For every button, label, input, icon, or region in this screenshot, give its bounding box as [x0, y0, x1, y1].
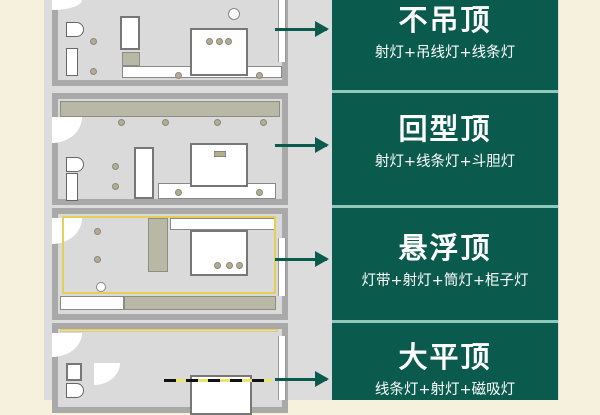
spotlight-dot-icon	[225, 38, 232, 45]
toilet-icon	[66, 383, 84, 398]
sink-icon	[66, 48, 78, 76]
spotlight-dot-icon	[214, 119, 221, 126]
door-swing	[52, 333, 82, 357]
panel-no-suspended-ceiling: 不吊顶 射灯+吊线灯+线条灯	[332, 0, 558, 90]
panel-subtitle: 灯带+射灯+筒灯+柜子灯	[361, 273, 529, 289]
panel-title: 不吊顶	[398, 3, 492, 37]
panel-tray-ceiling: 回型顶 射灯+线条灯+斗胆灯	[332, 93, 558, 205]
toilet-icon	[66, 157, 84, 172]
door-swing	[52, 0, 82, 10]
panel-flat-ceiling: 大平顶 线条灯+射灯+磁吸灯	[332, 323, 558, 400]
panel-floating-ceiling: 悬浮顶 灯带+射灯+筒灯+柜子灯	[332, 208, 558, 320]
floorplan-no-suspended-ceiling	[52, 0, 288, 86]
spotlight-dot-icon	[90, 68, 97, 75]
spotlight-dot-icon	[226, 262, 233, 269]
spotlight-dot-icon	[162, 119, 169, 126]
spotlight-dot-icon	[94, 256, 101, 263]
floorplan-floating-ceiling	[52, 208, 288, 320]
spotlight-dot-icon	[236, 262, 243, 269]
bottom-cabinet	[124, 296, 276, 310]
shower-unit	[134, 147, 154, 199]
arrow-right-icon	[275, 21, 329, 37]
panel-separator	[332, 320, 558, 323]
bathroom-door-swing	[94, 363, 120, 385]
downlight-grille-icon	[214, 151, 226, 157]
spotlight-dot-icon	[112, 183, 119, 190]
floorplan-flat-ceiling	[52, 323, 288, 415]
panel-separator	[332, 205, 558, 208]
arrow-right-icon	[275, 251, 329, 267]
spotlight-dot-icon	[112, 163, 119, 170]
arrow-right-icon	[275, 371, 329, 387]
pendant-light-icon	[228, 8, 240, 20]
shower-unit	[66, 363, 82, 381]
spotlight-dot-icon	[214, 262, 221, 269]
panel-subtitle: 射灯+线条灯+斗胆灯	[374, 154, 516, 170]
window	[278, 336, 286, 400]
panel-separator	[332, 90, 558, 93]
bed-icon	[190, 28, 248, 76]
spotlight-dot-icon	[256, 189, 263, 196]
window	[278, 238, 286, 296]
spotlight-dot-icon	[256, 72, 263, 79]
downlight-icon	[96, 282, 106, 292]
floorplan-tray-ceiling	[52, 93, 288, 205]
spotlight-dot-icon	[118, 119, 125, 126]
wardrobe	[148, 218, 168, 272]
spotlight-dot-icon	[90, 38, 97, 45]
toilet-icon	[66, 22, 84, 37]
linear-light-strip	[60, 329, 278, 332]
cabinet	[122, 52, 140, 66]
magnetic-track-light	[164, 379, 272, 382]
panel-title: 悬浮顶	[398, 231, 492, 265]
door-swing	[52, 117, 82, 143]
panel-title: 大平顶	[398, 340, 492, 374]
shower-unit	[120, 16, 140, 50]
panel-subtitle: 线条灯+射灯+磁吸灯	[374, 382, 516, 398]
desk	[60, 296, 124, 310]
spotlight-dot-icon	[94, 228, 101, 235]
spotlight-dot-icon	[216, 38, 223, 45]
bed-icon	[190, 143, 248, 187]
spotlight-dot-icon	[260, 119, 267, 126]
sink-icon	[66, 173, 78, 201]
window	[278, 0, 286, 62]
light-strip-outline	[62, 216, 276, 294]
arrow-right-icon	[275, 137, 329, 153]
spotlight-dot-icon	[175, 72, 182, 79]
spotlight-dot-icon	[175, 189, 182, 196]
panel-title: 回型顶	[398, 112, 492, 146]
overhead-cabinet	[60, 101, 280, 117]
panel-subtitle: 射灯+吊线灯+线条灯	[374, 45, 516, 61]
spotlight-dot-icon	[206, 38, 213, 45]
